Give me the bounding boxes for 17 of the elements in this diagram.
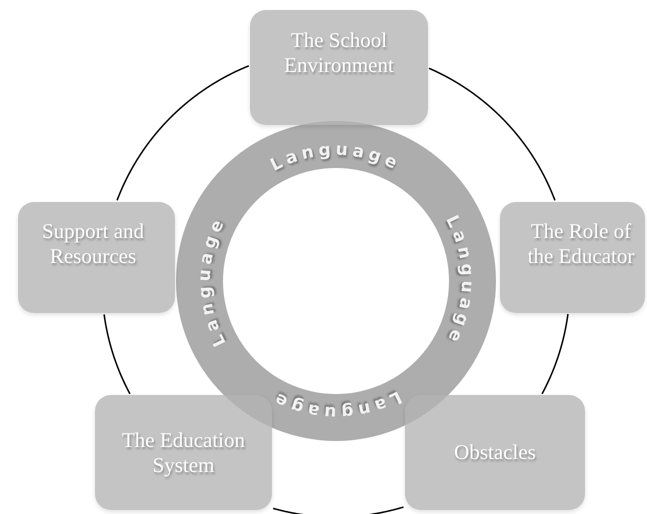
topic-label: The Role of the Educator	[526, 218, 636, 268]
topic-label: The Education System	[120, 428, 246, 478]
connector-arc	[272, 506, 404, 514]
topic-box	[500, 202, 645, 313]
topic-box	[18, 202, 175, 313]
topic-label: Obstacles	[453, 440, 537, 465]
ring-label: Language	[267, 139, 405, 176]
topic-label: Support and Resources	[40, 218, 146, 268]
connector-arc	[428, 68, 556, 201]
connector-arc	[103, 314, 131, 394]
ring-label: Language	[267, 386, 405, 423]
connector-arc	[541, 314, 569, 394]
topic-box	[250, 10, 428, 125]
connector-arc	[116, 65, 250, 201]
topic-box	[95, 395, 272, 510]
topic-box	[405, 395, 585, 510]
topic-label: The School Environment	[283, 28, 395, 78]
